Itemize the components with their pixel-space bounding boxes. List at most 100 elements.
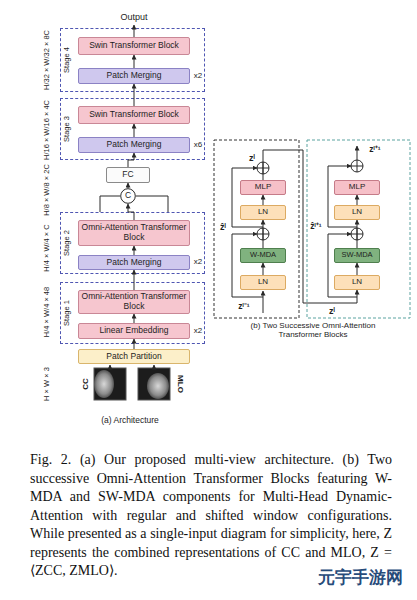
- math-label: zˡ⁺¹: [369, 145, 380, 155]
- math-label: ẑˡ⁺¹: [310, 222, 321, 232]
- flow-arrow: [357, 195, 358, 205]
- view-label: MLO: [175, 375, 184, 393]
- merge-block: Patch Merging: [78, 255, 190, 270]
- view-line: [136, 196, 168, 212]
- box-label: Patch Merging: [107, 140, 162, 150]
- transformer-block: Swin Transformer Block: [78, 106, 190, 124]
- repeat-count: x2: [194, 71, 202, 80]
- input-arrow: [154, 365, 155, 368]
- add-symbol: [257, 162, 269, 174]
- stage-label: Stage 2: [63, 230, 71, 256]
- box-label: LN: [258, 208, 268, 217]
- merge-block: Patch Merging: [78, 137, 190, 153]
- box-label: Patch Merging: [107, 258, 162, 268]
- transformer-block: Omni-Attention Transformer Block: [78, 290, 190, 314]
- block-output: [357, 146, 358, 160]
- flow-arrow: [263, 263, 264, 275]
- box-label: LN: [352, 208, 362, 217]
- mlp-box: MLP: [240, 180, 286, 195]
- flow-arrow: [357, 263, 358, 275]
- box-label: Patch Partition: [106, 352, 161, 362]
- merge-block: Patch Merging: [78, 68, 190, 84]
- box-label: MLP: [255, 183, 271, 192]
- norm-box: LN: [240, 275, 286, 290]
- stage-box: Stage 1 Omni-Attention Transformer BlockL…: [60, 282, 205, 344]
- partition-box: Patch Partition: [78, 349, 190, 364]
- block-input: [263, 291, 264, 313]
- flow-arrow: [263, 150, 357, 303]
- mlo-breast: [147, 373, 169, 399]
- attention-box: W-MDA: [240, 248, 286, 263]
- mlo-mammogram: [138, 368, 170, 400]
- box-label: W-MDA: [250, 251, 276, 259]
- repeat-count: x2: [194, 326, 202, 335]
- circle-outline: [121, 189, 136, 204]
- box-label: Omni-Attention Transformer Block: [79, 223, 189, 242]
- math-label: zˡ⁻¹: [238, 302, 249, 312]
- stage-label: Stage 4: [63, 47, 71, 73]
- flow-arrow: [134, 55, 135, 68]
- box-label: LN: [258, 278, 268, 287]
- flow-arrow: [134, 270, 135, 290]
- fc-box: FC: [106, 167, 150, 183]
- flow-arrow: [134, 339, 135, 349]
- math-label: ẑˡ: [220, 222, 226, 232]
- repeat-count: x6: [194, 140, 202, 149]
- box-label: Swin Transformer Block: [89, 41, 179, 51]
- block-frame: [214, 140, 299, 318]
- stage-label: Stage 3: [63, 116, 71, 142]
- cc-breast: [94, 370, 114, 398]
- norm-box: LN: [334, 275, 380, 290]
- residual-line: [232, 168, 263, 227]
- flow-arrow: [128, 153, 134, 167]
- mlp-box: MLP: [334, 180, 380, 195]
- concat-circle: C: [120, 188, 136, 204]
- stage-box: Stage 3 Swin Transformer BlockPatch Mergi…: [60, 98, 205, 160]
- dimension-label: H/4 × W/4 × 48: [43, 287, 52, 337]
- box-label: SW-MDA: [341, 251, 372, 259]
- residual-line: [328, 166, 357, 227]
- dimension-label: H/8 × W/8 × 2C: [43, 164, 52, 216]
- flow-arrow: [134, 84, 135, 106]
- dimension-label: H/4 × W/4 × C: [43, 224, 52, 272]
- box-label: FC: [122, 170, 133, 180]
- stage-box: Stage 4 Swin Transformer BlockPatch Mergi…: [60, 28, 205, 92]
- box-label: C: [125, 191, 131, 201]
- figure-caption: Fig. 2. (a) Our proposed multi-view arch…: [30, 451, 392, 581]
- box-label: Swin Transformer Block: [89, 110, 179, 120]
- box-label: Patch Merging: [107, 71, 162, 81]
- block-frame: [307, 140, 410, 318]
- cc-mammogram: [94, 368, 126, 400]
- output-label: Output: [120, 12, 147, 22]
- flow-arrow: [128, 183, 129, 188]
- view-label: CC: [81, 378, 90, 390]
- embedding-block: Linear Embedding: [78, 323, 190, 339]
- box-label: Linear Embedding: [100, 326, 169, 336]
- transformer-block: Omni-Attention Transformer Block: [78, 220, 190, 246]
- stage-box: Stage 2 Omni-Attention Transformer BlockP…: [60, 212, 205, 274]
- dimension-label: H/32 × W/32 × 8C: [43, 30, 52, 90]
- residual-line: [232, 234, 263, 297]
- box-label: Omni-Attention Transformer Block: [79, 292, 189, 311]
- attention-box: SW-MDA: [334, 248, 380, 263]
- flow-arrow: [134, 314, 135, 323]
- box-label: LN: [352, 278, 362, 287]
- stage-label: Stage 1: [63, 300, 71, 326]
- flow-arrow: [263, 195, 264, 205]
- residual-line: [328, 234, 357, 297]
- add-symbol: [351, 228, 363, 240]
- flow-arrow: [263, 220, 264, 248]
- transformer-block: Swin Transformer Block: [78, 37, 190, 55]
- input-arrow: [110, 365, 111, 368]
- view-line: [100, 196, 120, 212]
- output-arrow: [134, 25, 135, 37]
- flow-arrow: [128, 204, 134, 220]
- repeat-count: x2: [194, 257, 202, 266]
- add-symbol: [351, 160, 363, 172]
- panel-label: (b) Two Successive Omni-Attention Transf…: [231, 321, 396, 339]
- box-label: MLP: [349, 183, 365, 192]
- norm-box: LN: [240, 205, 286, 220]
- panel-label: (a) Architecture: [101, 416, 159, 426]
- add-symbol: [257, 228, 269, 240]
- math-label: zˡ: [249, 153, 255, 163]
